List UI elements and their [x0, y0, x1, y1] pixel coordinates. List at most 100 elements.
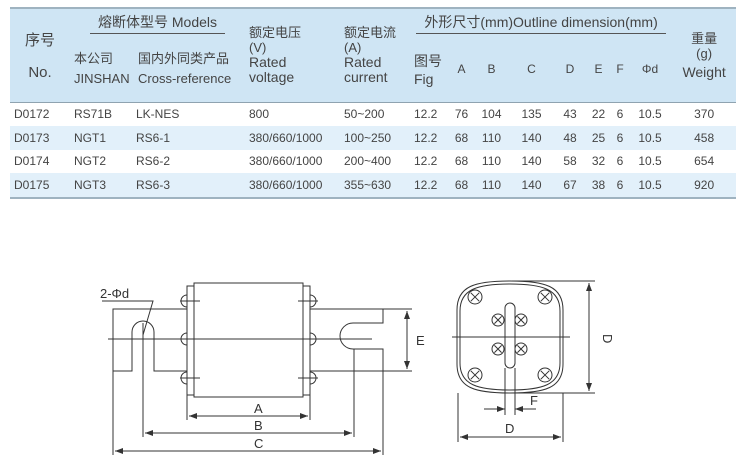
table-cell: 68	[454, 177, 469, 192]
table-cell: 140	[521, 154, 542, 169]
table-cell: 135	[521, 107, 542, 122]
outline-group-header: 外形尺寸(mm)Outline dimension(mm)	[410, 8, 672, 36]
weight-cn: 重量	[691, 30, 718, 46]
table-cell: 140	[521, 130, 542, 145]
table-cell: RS6-2	[136, 154, 171, 169]
fuse-body	[193, 282, 304, 398]
table-cell: D0175	[14, 177, 50, 192]
table-cell: 100~250	[344, 130, 392, 145]
table-cell: D0172	[14, 107, 50, 122]
voltage-en1: Rated	[249, 54, 287, 71]
table-cell: 200~400	[344, 154, 392, 169]
dim-d-horizontal-label: D	[505, 421, 514, 436]
hole-leader	[102, 300, 154, 336]
end-view: D D F	[452, 280, 615, 442]
models-group-header: 熔断体型号 Models	[70, 8, 245, 36]
dim-f-header: F	[616, 61, 624, 76]
left-end-plate	[186, 285, 195, 396]
dim-a-header: A	[457, 61, 466, 76]
end-outline-outer	[456, 280, 564, 394]
fig-en: Fig	[414, 70, 434, 87]
table-cell: 355~630	[344, 177, 392, 192]
seq-header: 序号 No.	[10, 8, 70, 102]
table-cell: 48	[563, 130, 577, 145]
table-cell: 6	[616, 154, 624, 169]
table-cell: 12.2	[414, 130, 438, 145]
screw-icon	[467, 289, 483, 305]
dim-e-header: E	[594, 61, 603, 76]
screw-icon	[514, 342, 528, 356]
dim-d-vertical-label: D	[600, 334, 615, 343]
table-cell: 10.5	[638, 177, 662, 192]
table-cell: 38	[591, 177, 606, 192]
screw-icon	[537, 367, 553, 383]
table-cell: 380/660/1000	[249, 177, 323, 192]
weight-unit: (g)	[696, 45, 713, 61]
screw-icon	[537, 289, 553, 305]
table-cell: 920	[694, 177, 715, 192]
voltage-en2: voltage	[249, 69, 295, 86]
screw-icon	[467, 367, 483, 383]
screw-icon	[491, 313, 505, 327]
table-cell: 140	[521, 177, 542, 192]
outline-group-label: 外形尺寸(mm)Outline dimension(mm)	[416, 12, 666, 34]
dim-f-label: F	[530, 393, 538, 408]
table-cell: 110	[481, 130, 502, 145]
table-cell: 800	[249, 107, 270, 122]
jinshan-cn: 本公司	[74, 50, 114, 66]
screw-icons	[467, 289, 553, 383]
table-cell: RS71B	[74, 107, 113, 122]
table-cell: 22	[591, 107, 606, 122]
table-cell: 110	[481, 154, 502, 169]
cross-cn: 国内外同类产品	[138, 50, 230, 66]
table-cell: 68	[454, 154, 469, 169]
fig-cn: 图号	[414, 52, 442, 69]
dim-c-header: C	[527, 61, 536, 76]
dim-phid-header: Φd	[641, 61, 659, 76]
table-cell: 32	[591, 154, 606, 169]
dim-e-label: E	[416, 333, 425, 348]
table-cell: 6	[616, 107, 624, 122]
weight-header: 重量(g) Weight	[672, 8, 736, 102]
table-cell: 104	[481, 107, 502, 122]
current-en1: Rated	[344, 54, 382, 71]
dim-b-label: B	[254, 418, 263, 433]
seq-cn: 序号	[24, 32, 55, 50]
table-cell: 10.5	[638, 154, 662, 169]
weight-en: Weight	[682, 63, 726, 80]
table-cell: 370	[694, 107, 715, 122]
table-cell: LK-NES	[136, 107, 180, 122]
table-cell: NGT3	[74, 177, 107, 192]
bolt-icons	[180, 294, 318, 385]
table-cell: 380/660/1000	[249, 154, 323, 169]
dim-b-header: B	[487, 61, 496, 76]
table-cell: D0173	[14, 130, 50, 145]
hole-label: 2-Φd	[100, 286, 129, 301]
table-cell: 58	[563, 154, 577, 169]
screw-icon	[514, 313, 528, 327]
table-cell: D0174	[14, 154, 50, 169]
seq-en: No.	[28, 64, 52, 82]
table-cell: 50~200	[344, 107, 385, 122]
table-cell: NGT1	[74, 130, 107, 145]
screw-icon	[491, 342, 505, 356]
table-cell: 12.2	[414, 154, 438, 169]
table-cell: 110	[481, 177, 502, 192]
right-end-plate	[302, 285, 311, 396]
table-cell: 380/660/1000	[249, 130, 323, 145]
dim-a-label: A	[254, 401, 263, 416]
table-cell: 10.5	[638, 130, 662, 145]
table-cell: 458	[694, 130, 715, 145]
table-cell: RS6-3	[136, 177, 171, 192]
dim-d-header: D	[565, 61, 575, 76]
table-cell: 68	[454, 130, 469, 145]
